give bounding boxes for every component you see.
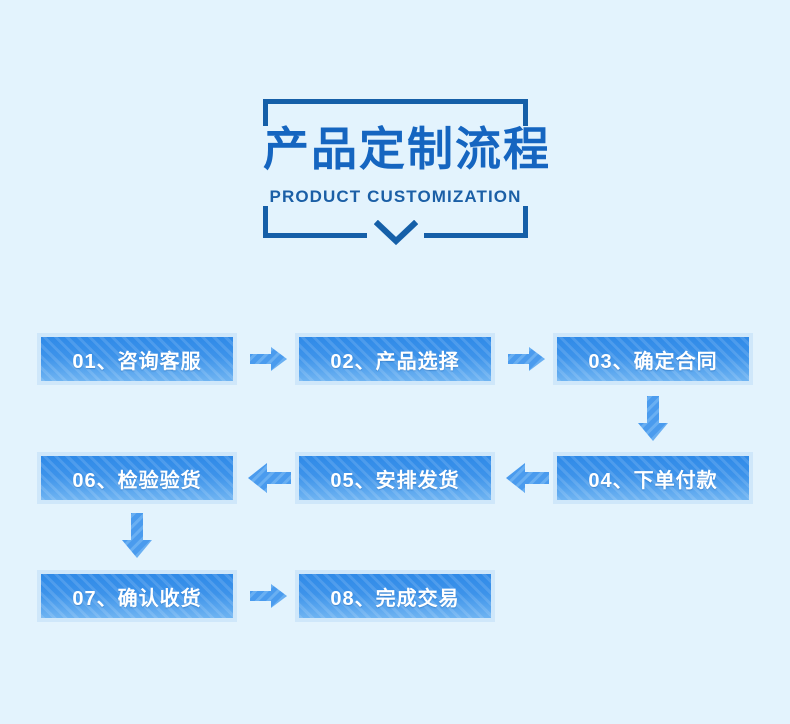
frame-corner-bottom-left [263, 206, 268, 238]
flow-step-08[interactable]: 08、完成交易 [295, 570, 495, 622]
page-subtitle: PRODUCT CUSTOMIZATION [269, 187, 522, 206]
flow-step-label: 05、安排发货 [330, 469, 460, 492]
flow-step-label: 01、咨询客服 [72, 350, 202, 373]
flow-step-06[interactable]: 06、检验验货 [37, 452, 237, 504]
chevron-down-icon [373, 219, 418, 246]
flow-step-label: 08、完成交易 [330, 587, 460, 610]
arrow-down-icon [121, 513, 153, 559]
flow-step-04[interactable]: 04、下单付款 [553, 452, 753, 504]
frame-bottom-rule-right [424, 233, 528, 238]
flow-step-01[interactable]: 01、咨询客服 [37, 333, 237, 385]
arrow-down-icon [637, 396, 669, 442]
flow-step-label: 04、下单付款 [588, 469, 718, 492]
frame-top-rule [263, 99, 528, 104]
flow-step-label: 06、检验验货 [72, 469, 202, 492]
frame-bottom-rule-left [263, 233, 367, 238]
flow-step-label: 02、产品选择 [330, 350, 460, 373]
flow-step-07[interactable]: 07、确认收货 [37, 570, 237, 622]
arrow-right-icon [508, 346, 546, 372]
flow-step-label: 07、确认收货 [72, 587, 202, 610]
frame-corner-top-right [523, 99, 528, 126]
arrow-right-icon [250, 583, 288, 609]
page-title: 产品定制流程 [263, 123, 551, 175]
frame-corner-bottom-right [523, 206, 528, 238]
header-banner: 产品定制流程 PRODUCT CUSTOMIZATION [263, 99, 551, 246]
flow-step-05[interactable]: 05、安排发货 [295, 452, 495, 504]
arrow-left-icon [247, 462, 291, 494]
flow-step-02[interactable]: 02、产品选择 [295, 333, 495, 385]
arrow-right-icon [250, 346, 288, 372]
flow-step-label: 03、确定合同 [588, 350, 718, 373]
flow-step-03[interactable]: 03、确定合同 [553, 333, 753, 385]
arrow-left-icon [505, 462, 549, 494]
frame-corner-top-left [263, 99, 268, 126]
